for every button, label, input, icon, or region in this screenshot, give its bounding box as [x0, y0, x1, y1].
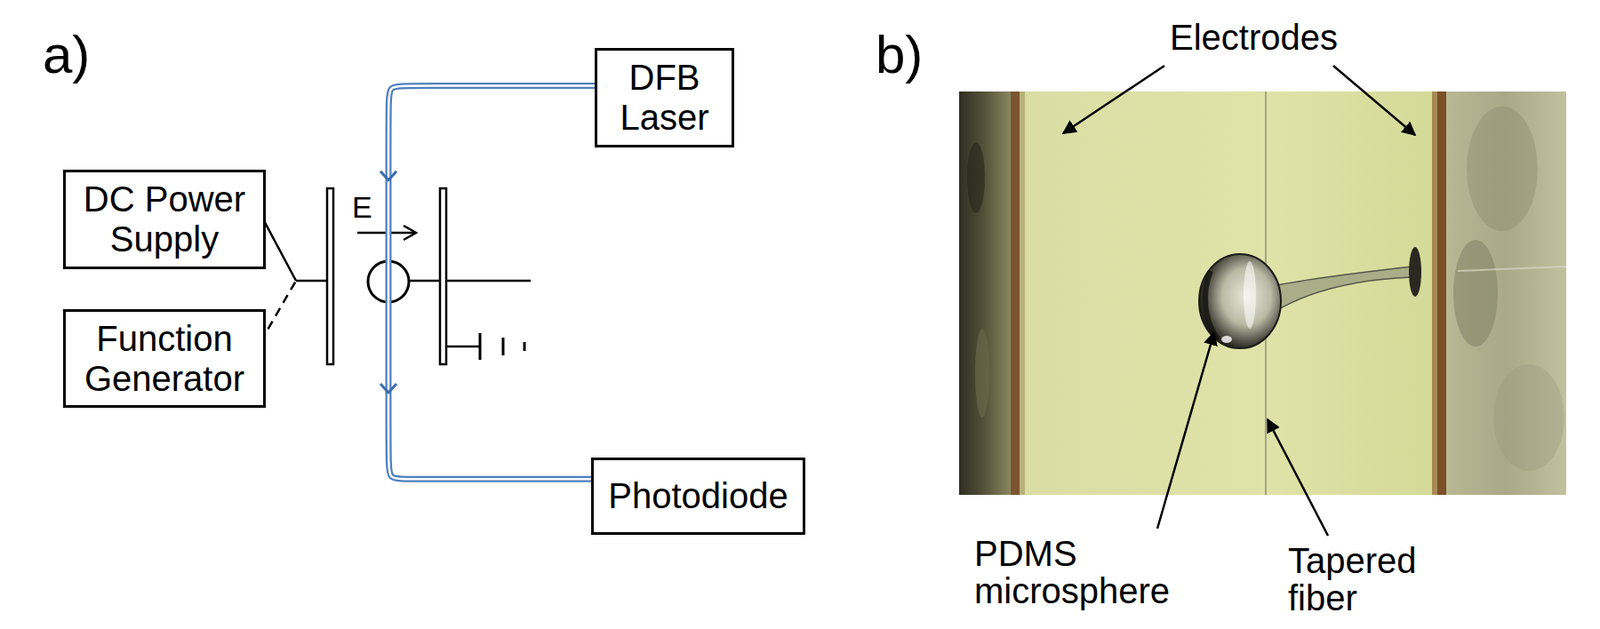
callout-label: Tapered fiber	[1288, 542, 1444, 617]
field-label: E	[352, 192, 373, 223]
field-arrowhead	[403, 225, 416, 240]
leader-arrow	[1333, 65, 1416, 136]
photo-background	[959, 91, 1567, 496]
electrode-plate	[440, 188, 447, 365]
fiber-arrowhead	[380, 171, 397, 181]
instrument-box: DC Power Supply	[63, 169, 266, 270]
ground-wire	[446, 345, 480, 349]
sphere-stem-photo	[1272, 266, 1412, 313]
leader-arrow	[1267, 419, 1328, 536]
panel-label: b)	[875, 28, 923, 82]
glue-blob	[1408, 247, 1422, 297]
electrode-texture	[1493, 364, 1565, 472]
electrode-edge	[1437, 91, 1447, 496]
box-label: Function Generator	[71, 319, 258, 400]
microsphere-photo	[1199, 254, 1281, 349]
electrode-photo	[1446, 91, 1567, 496]
leader-arrow	[1157, 332, 1215, 529]
photograph	[959, 91, 1567, 496]
instrument-box: DFB Laser	[594, 48, 735, 148]
callout-label: PDMS microsphere	[974, 535, 1208, 610]
sphere-highlight	[1221, 336, 1232, 344]
optical-fiber	[380, 86, 595, 480]
callout-label: Electrodes	[1169, 17, 1338, 57]
supply-wire	[260, 214, 296, 281]
box-label: DC Power Supply	[71, 179, 258, 260]
electrode-texture	[1453, 240, 1498, 347]
sphere-highlight	[1243, 261, 1256, 329]
electrode-edge	[1010, 91, 1020, 496]
box-label: DFB Laser	[602, 57, 727, 138]
leader-arrow	[1063, 65, 1165, 134]
electrode-texture	[1466, 106, 1538, 232]
plate-wire	[296, 280, 328, 283]
ground-symbol	[479, 333, 482, 360]
electrode-photo	[959, 91, 1011, 496]
ground-symbol	[502, 337, 505, 356]
electrode-edge	[1019, 91, 1025, 496]
electrode-plate	[327, 188, 334, 365]
electrode-texture	[975, 328, 990, 418]
electrode-texture	[967, 142, 985, 214]
fiber-core	[388, 86, 595, 480]
panel-label: a)	[42, 28, 90, 82]
sphere-shading	[1205, 271, 1218, 340]
holder-rod	[446, 280, 531, 283]
instrument-box: Photodiode	[591, 457, 806, 536]
electrode-edge	[1432, 91, 1438, 496]
ground-symbol	[523, 342, 527, 352]
fiber-connector	[388, 86, 595, 480]
instrument-box: Function Generator	[63, 309, 266, 408]
generator-wire	[260, 280, 296, 343]
fiber-arrowhead	[380, 384, 397, 393]
sphere-stem	[408, 280, 440, 283]
fiber-stem-shadow	[1457, 266, 1567, 272]
box-label: Photodiode	[608, 476, 788, 517]
